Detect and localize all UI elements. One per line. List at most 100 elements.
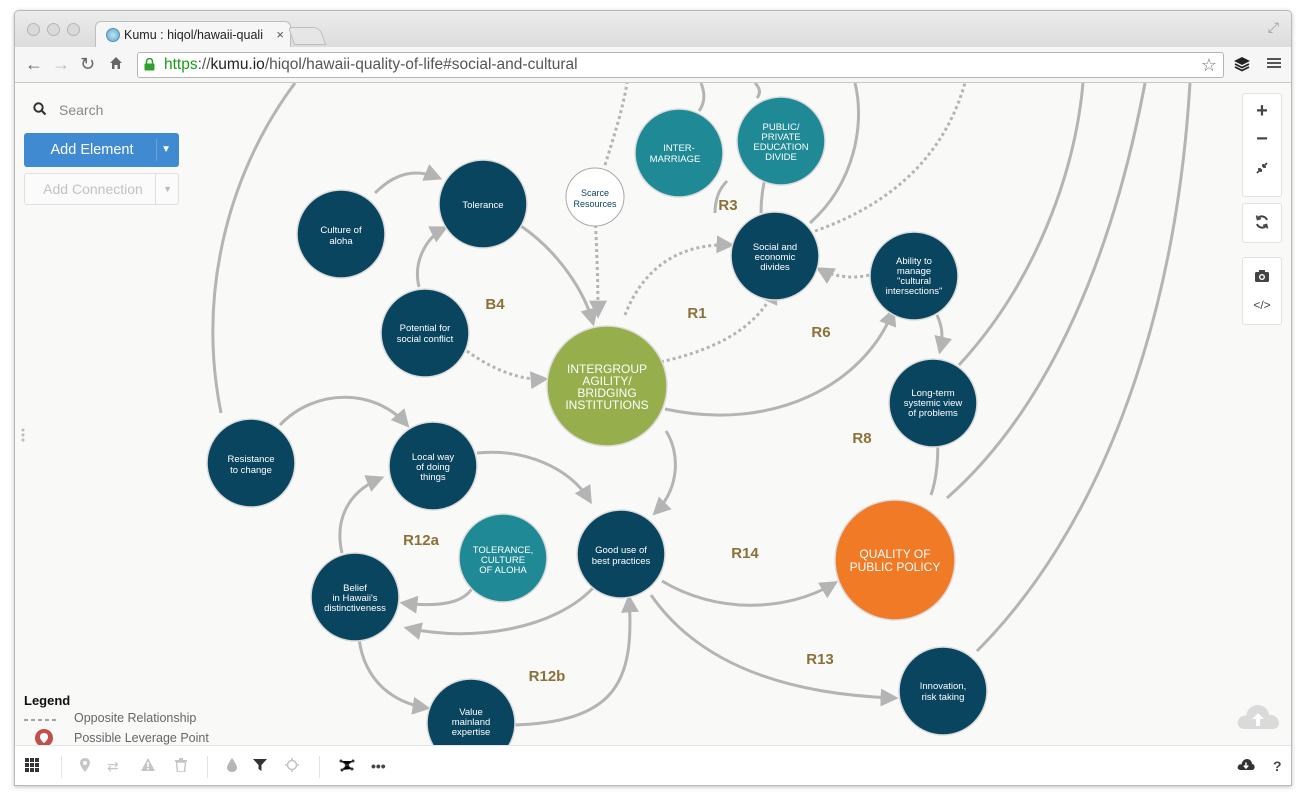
edge — [338, 475, 385, 554]
address-bar[interactable]: https://kumu.io/hiqol/hawaii-quality-of-… — [137, 52, 1224, 78]
edge — [697, 83, 706, 112]
loop-label-r8: R8 — [852, 430, 871, 447]
add-connection-label: Add Connection — [43, 181, 143, 197]
svg-text:Tolerance: Tolerance — [462, 200, 503, 211]
search-icon — [33, 102, 47, 116]
embed-code-icon[interactable]: </> — [1253, 298, 1271, 312]
add-element-label: Add Element — [50, 142, 134, 158]
back-arrow-icon[interactable]: ← — [25, 54, 43, 74]
window-zoom-control[interactable] — [67, 23, 80, 36]
new-tab-button[interactable] — [287, 27, 327, 45]
trash-icon[interactable] — [175, 758, 187, 775]
pin-icon[interactable] — [79, 758, 91, 775]
dashed-line-icon — [24, 719, 58, 721]
edge — [664, 307, 897, 417]
edge — [661, 579, 839, 607]
sidebar-resize-handle[interactable] — [21, 428, 25, 444]
node-tolerance[interactable]: Tolerance — [438, 159, 528, 249]
add-element-button[interactable]: Add Element ▼ — [24, 133, 179, 167]
loop-label-r13: R13 — [806, 651, 834, 668]
loop-label-r6: R6 — [811, 324, 830, 341]
zoom-in-icon[interactable]: + — [1256, 100, 1268, 122]
browser-menu-icon[interactable] — [1266, 55, 1282, 74]
edge — [520, 224, 598, 327]
edge — [946, 83, 1147, 500]
bookmark-star-icon[interactable]: ☆ — [1200, 55, 1217, 75]
clustering-icon[interactable] — [339, 758, 355, 775]
shuffle-icon[interactable]: ⇄ — [107, 758, 119, 774]
leverage-point-icon — [35, 729, 53, 745]
edge — [211, 83, 297, 414]
node-inter-marriage[interactable]: INTER-MARRIAGE — [634, 108, 724, 198]
legend-title: Legend — [24, 693, 71, 708]
camera-icon[interactable] — [1243, 268, 1281, 288]
home-icon[interactable] — [108, 55, 124, 74]
zoom-out-icon[interactable]: − — [1256, 128, 1268, 150]
edge-opposite — [814, 83, 967, 233]
cloud-upload-icon[interactable] — [1235, 699, 1281, 738]
edge — [403, 586, 595, 640]
edge-opposite — [623, 235, 735, 316]
edge — [809, 83, 861, 225]
opposite-edges — [466, 83, 967, 390]
tab-title: Kumu : hiqol/hawaii-quali — [124, 28, 263, 42]
svg-text:Innovation,risk taking: Innovation,risk taking — [920, 681, 966, 703]
legend-item-label: Possible Leverage Point — [74, 731, 209, 745]
forward-arrow-icon[interactable]: → — [52, 54, 70, 74]
browser-tab-kumu[interactable]: Kumu : hiqol/hawaii-quali × — [95, 21, 291, 48]
layers-extension-icon[interactable] — [1233, 55, 1251, 76]
edge — [416, 226, 449, 288]
edge — [649, 594, 899, 707]
cloud-download-icon[interactable] — [1237, 758, 1255, 775]
fit-to-screen-icon[interactable] — [1243, 160, 1281, 180]
help-icon[interactable]: ? — [1273, 758, 1282, 774]
add-connection-button[interactable]: Add Connection ▼ — [24, 173, 179, 205]
color-drop-icon[interactable] — [227, 758, 237, 775]
warning-icon[interactable] — [141, 758, 155, 774]
grid-menu-icon[interactable] — [25, 758, 39, 775]
browser-window: Kumu : hiqol/hawaii-quali × ⤢ ← → ↻ http… — [14, 10, 1292, 786]
reload-icon[interactable]: ↻ — [80, 54, 96, 74]
edge-opposite — [588, 212, 607, 319]
fullscreen-icon[interactable]: ⤢ — [1267, 19, 1279, 35]
loop-labels: B4 R1 R3 R6 R8 R12a R12b R13 R14 — [403, 197, 872, 685]
refresh-layout-icon[interactable] — [1243, 214, 1281, 235]
tab-close-icon[interactable]: × — [276, 27, 284, 42]
add-element-dropdown-caret-icon[interactable]: ▼ — [161, 144, 171, 155]
node-innovation-risk-taking[interactable]: Innovation,risk taking — [898, 646, 988, 736]
browser-titlebar: Kumu : hiqol/hawaii-quali × ⤢ — [15, 11, 1291, 48]
bottom-toolbar: ⇄ ••• ? — [15, 745, 1291, 785]
add-connection-dropdown-caret-icon[interactable]: ▼ — [163, 184, 172, 194]
more-options-icon[interactable]: ••• — [371, 758, 386, 774]
search-box[interactable]: Search — [33, 99, 193, 123]
filter-icon[interactable] — [253, 758, 267, 775]
window-close-control[interactable] — [27, 23, 40, 36]
window-minimize-control[interactable] — [47, 23, 60, 36]
focus-crosshair-icon[interactable] — [285, 758, 299, 775]
